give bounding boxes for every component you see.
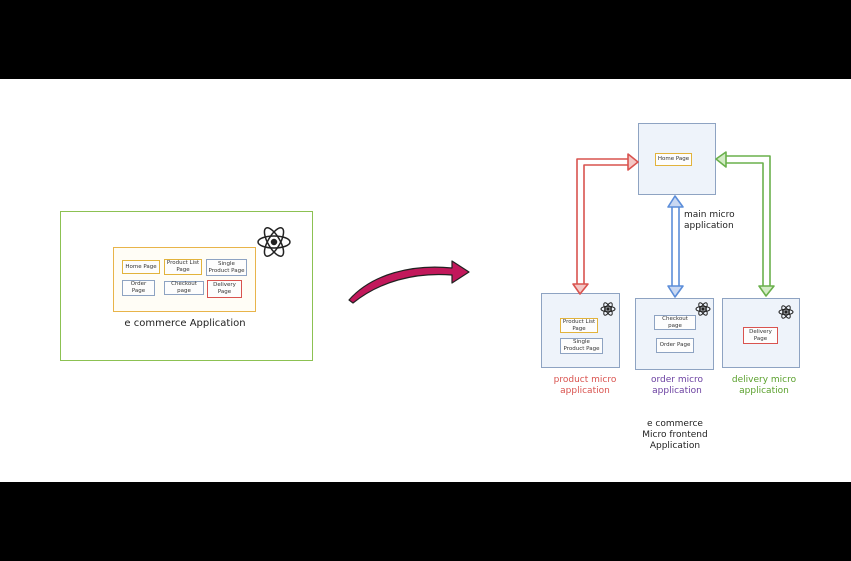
main-micro-title-2: application — [684, 221, 734, 231]
order-micro-title-1: order micro — [650, 375, 704, 385]
product-list-page: Product List Page — [560, 318, 598, 333]
order-page: Order Page — [656, 338, 694, 353]
footer-line-1: e commerce — [647, 419, 703, 429]
diagram-canvas: Home Page Product List Page Single Produ… — [0, 79, 851, 482]
page-home: Home Page — [122, 260, 160, 274]
order-micro-title-2: application — [652, 386, 702, 396]
footer-line-2: Micro frontend — [642, 430, 708, 440]
page-product-list: Product List Page — [164, 259, 202, 275]
main-home-page: Home Page — [655, 153, 692, 166]
pages-container — [113, 247, 256, 312]
main-micro-title-1: main micro — [684, 210, 735, 220]
footer-line-3: Application — [649, 441, 701, 451]
page-checkout: Checkout page — [164, 281, 204, 295]
blue-connector-arrow — [667, 195, 684, 298]
delivery-micro-title-2: application — [739, 386, 789, 396]
react-atom-icon-delivery — [778, 305, 794, 319]
checkout-page: Checkout page — [654, 315, 696, 330]
single-product-page: Single Product Page — [560, 338, 603, 354]
ecommerce-application-title: e commerce Application — [124, 318, 246, 329]
page-order: Order Page — [122, 280, 155, 296]
delivery-micro-title-1: delivery micro — [731, 375, 797, 385]
page-single-product: Single Product Page — [206, 259, 247, 276]
react-atom-icon-order — [695, 302, 711, 316]
react-atom-icon — [257, 227, 291, 257]
red-connector-arrow — [572, 153, 639, 295]
green-connector-arrow — [715, 151, 775, 297]
ecommerce-application-box — [60, 211, 313, 361]
page-delivery: Delivery Page — [207, 280, 242, 298]
curved-arrow-icon — [348, 260, 470, 304]
react-atom-icon-product — [600, 302, 616, 316]
product-micro-title-1: product micro — [553, 375, 617, 385]
product-micro-title-2: application — [560, 386, 610, 396]
connector-arrows — [572, 151, 775, 298]
delivery-page: Delivery Page — [743, 327, 778, 344]
